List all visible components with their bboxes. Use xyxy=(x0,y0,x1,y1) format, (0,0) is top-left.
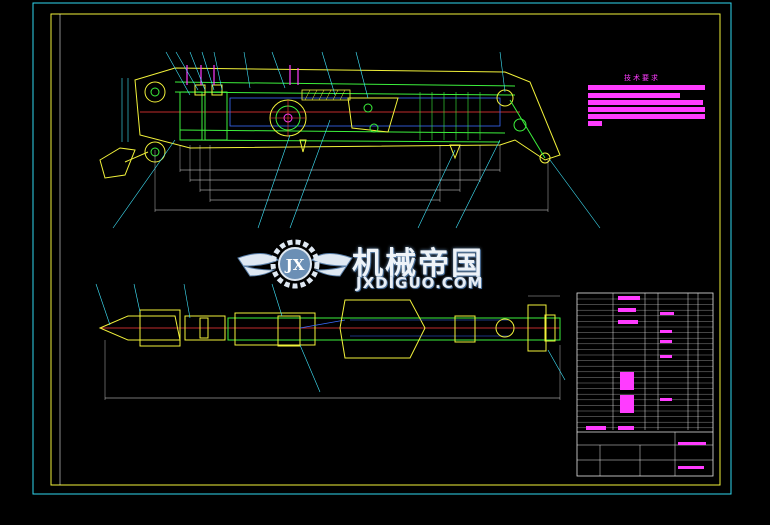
tech-requirements-note xyxy=(588,85,705,126)
watermark-title: 机械帝国 xyxy=(352,246,484,282)
inner-frame xyxy=(50,13,721,486)
watermark-subtitle: JXDIGUO.COM xyxy=(356,274,484,292)
top-assembly-view xyxy=(99,51,601,229)
tech-requirements-title: 技术要求 xyxy=(624,74,660,82)
logo-letters: JX xyxy=(284,256,305,274)
bottom-plan-view xyxy=(95,283,566,400)
parts-list-table xyxy=(576,292,714,477)
outer-frame xyxy=(32,2,732,495)
watermark-logo: JX xyxy=(237,239,353,289)
